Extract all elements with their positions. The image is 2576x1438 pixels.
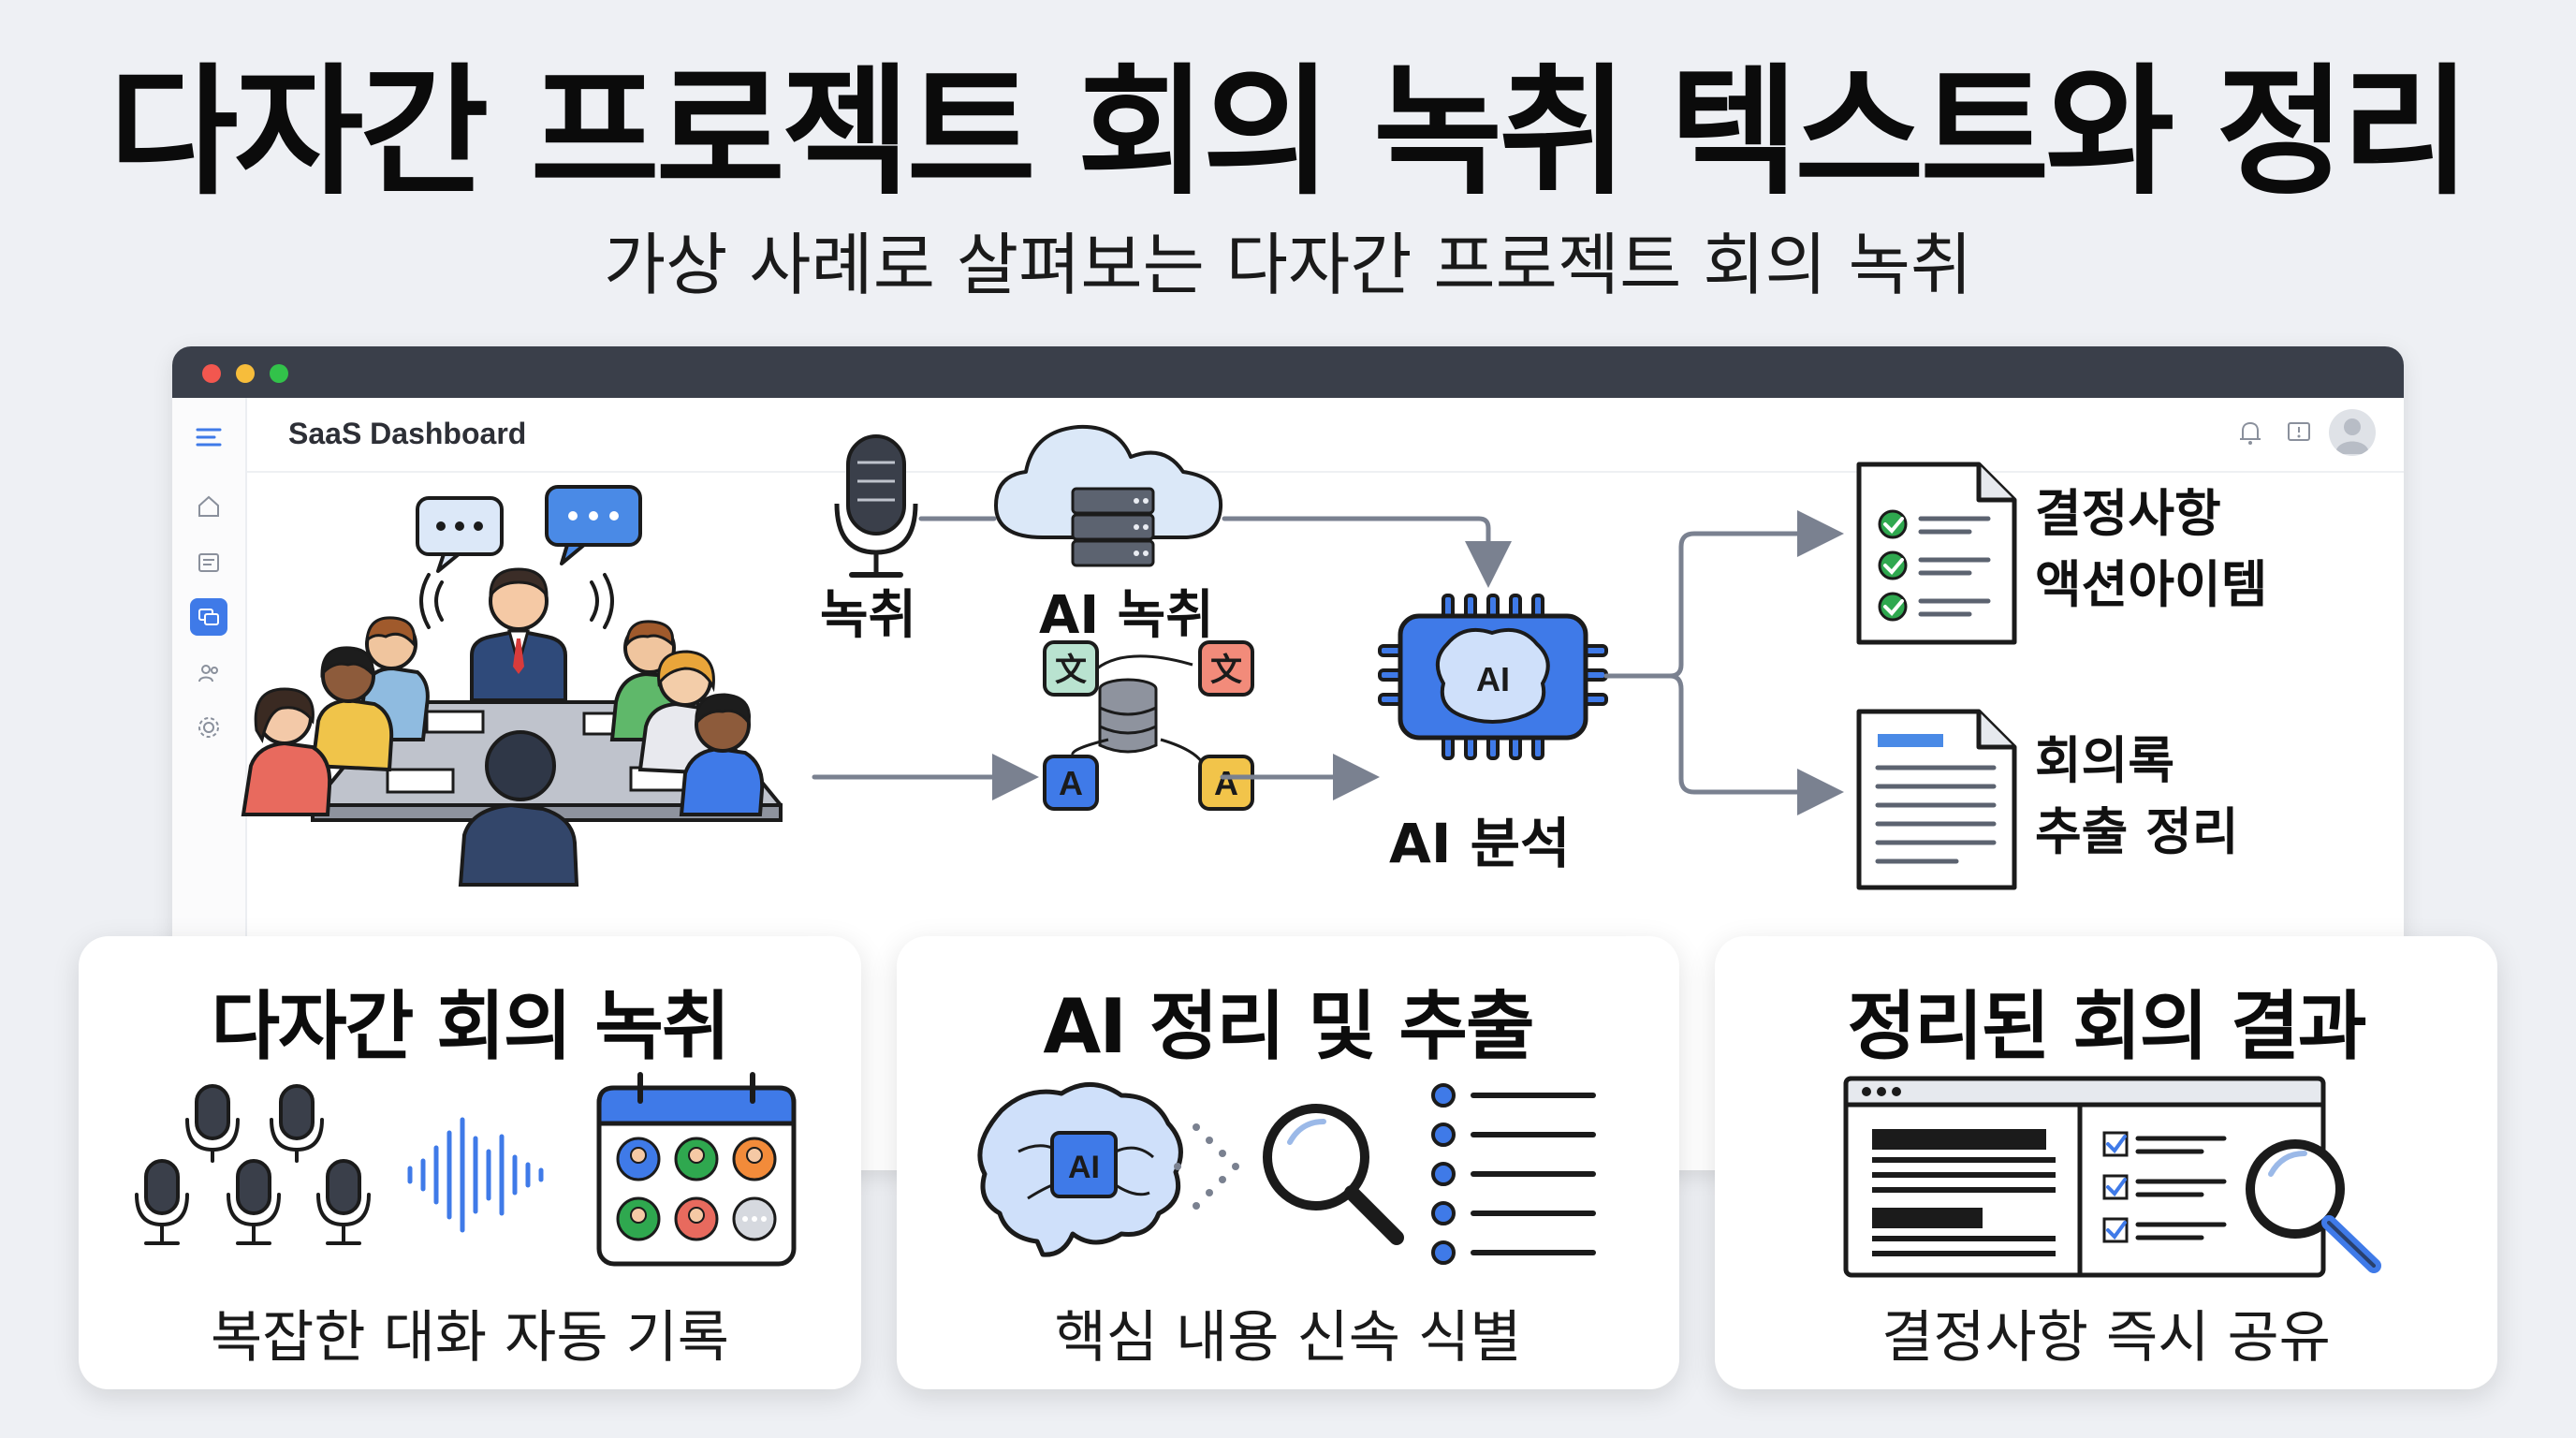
translate-chip-label: 文 — [1210, 652, 1242, 689]
card-description: 복잡한 대화 자동 기록 — [210, 1305, 730, 1371]
sound-wave-icon — [407, 1117, 544, 1233]
translate-chip-label: 文 — [1055, 652, 1087, 689]
menu-icon[interactable] — [190, 418, 227, 456]
letter-chip-label: A — [1059, 764, 1083, 802]
gear-icon[interactable] — [190, 709, 227, 746]
card-meeting-recording: 다자간 회의 녹취 — [79, 936, 861, 1389]
list-icon — [1431, 1083, 1596, 1265]
decisions-label: 결정사항 — [2035, 484, 2221, 543]
app-name: SaaS Dashboard — [288, 417, 527, 450]
speech-bubble-icon — [545, 485, 642, 565]
minutes-label: 회의록 — [2035, 731, 2175, 790]
close-window-button[interactable] — [202, 364, 221, 383]
speech-bubble-icon — [416, 496, 504, 573]
brain-ai-icon: AI — [977, 1082, 1183, 1257]
cloud-server-icon — [994, 424, 1223, 567]
card-3-illustration — [1843, 1076, 2381, 1278]
chat-icon[interactable] — [190, 598, 227, 636]
avatar[interactable] — [2329, 409, 2376, 456]
card-title: AI 정리 및 추출 — [1043, 983, 1534, 1070]
document-icon[interactable] — [190, 544, 227, 581]
magnifier-icon — [2246, 1139, 2381, 1273]
card-2-illustration: AI — [977, 1082, 1596, 1265]
minimize-window-button[interactable] — [236, 364, 255, 383]
bell-icon[interactable] — [2237, 418, 2263, 450]
workflow-diagram: 文 文 A A AI — [241, 424, 2017, 890]
letter-chip-label: A — [1214, 764, 1238, 802]
calendar-participants-icon — [596, 1072, 797, 1267]
card-meeting-results: 정리된 회의 결과 — [1715, 936, 2497, 1389]
window-titlebar — [172, 346, 2404, 398]
users-icon[interactable] — [190, 654, 227, 692]
card-title: 정리된 회의 결과 — [1847, 983, 2367, 1070]
card-description: 결정사항 즉시 공유 — [1881, 1305, 2331, 1371]
card-description: 핵심 내용 신속 식별 — [1054, 1305, 1522, 1371]
checklist-document-icon — [1856, 462, 2017, 645]
magnifier-icon — [1263, 1104, 1404, 1245]
home-icon[interactable] — [190, 488, 227, 525]
recording-label: 녹취 — [820, 585, 917, 646]
brain-ai-label: AI — [1068, 1150, 1100, 1185]
ai-transcription-label: AI 녹취 — [1039, 585, 1214, 646]
card-title: 다자간 회의 녹취 — [211, 983, 731, 1070]
extract-summary-label: 추출 정리 — [2035, 802, 2239, 861]
dotted-arrow-icon — [1174, 1123, 1239, 1210]
ai-chip-label: AI — [1476, 660, 1510, 698]
ai-analysis-label: AI 분석 — [1389, 812, 1571, 875]
message-icon[interactable] — [2286, 418, 2312, 450]
action-items-label: 액션아이템 — [2035, 555, 2268, 614]
main-title: 다자간 프로젝트 회의 녹취 텍스트와 정리 — [109, 51, 2470, 214]
card-ai-extraction: AI 정리 및 추출 AI 핵심 내용 신속 식별 — [897, 936, 1679, 1389]
app-header: SaaS Dashboard — [247, 398, 2404, 473]
minutes-document-icon — [1856, 709, 2017, 890]
microphones-icon — [144, 1084, 361, 1215]
subtitle: 가상 사례로 살펴보는 다자간 프로젝트 회의 녹취 — [603, 226, 1973, 304]
ai-chip-icon: AI — [1378, 594, 1608, 760]
microphone-icon — [834, 434, 918, 578]
translation-icon: 文 文 A A — [1043, 640, 1254, 811]
results-window-icon — [1843, 1076, 2326, 1278]
meeting-illustration — [241, 485, 783, 887]
maximize-window-button[interactable] — [270, 364, 288, 383]
card-1-illustration — [135, 1072, 797, 1267]
